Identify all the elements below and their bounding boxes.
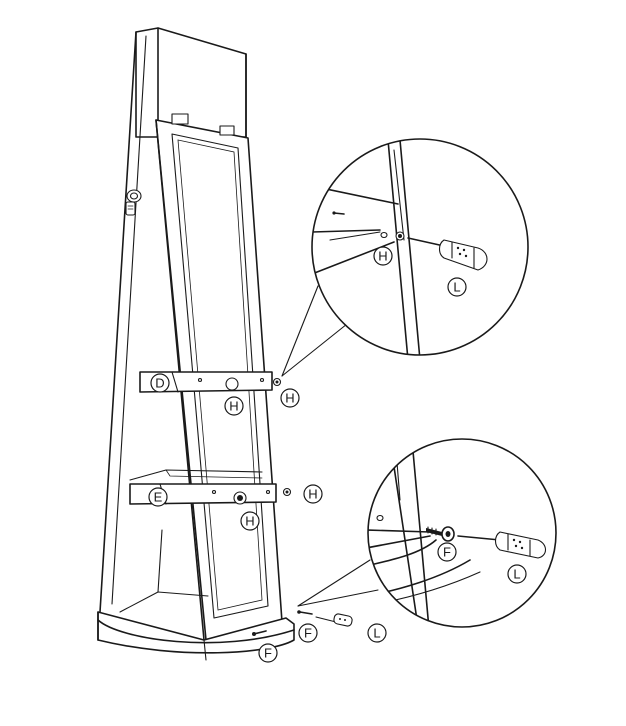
svg-text:L: L [373, 626, 380, 641]
screw-h-lower [282, 487, 292, 497]
label-e: E [148, 487, 168, 507]
svg-text:D: D [155, 376, 164, 391]
screwdriver-small [297, 610, 353, 627]
svg-text:L: L [453, 280, 460, 295]
zoom-lines [281, 285, 379, 607]
rotating-base [97, 611, 295, 661]
label-h-upper-shelf: H [224, 396, 244, 416]
svg-text:H: H [245, 514, 254, 529]
svg-text:E: E [154, 490, 163, 505]
svg-text:H: H [378, 249, 387, 264]
detail-view-top [311, 138, 529, 356]
svg-text:F: F [304, 626, 312, 641]
detail-view-bottom [367, 438, 557, 628]
svg-text:F: F [264, 646, 272, 661]
label-h-lower-shelf: H [240, 511, 260, 531]
label-h-upper-side: H [280, 388, 300, 408]
svg-text:L: L [513, 567, 520, 582]
shelf-bar-d [139, 371, 273, 393]
svg-text:F: F [443, 545, 451, 560]
label-h-lower-side: H [303, 484, 323, 504]
bottom-cabinet [119, 529, 209, 613]
label-f-detail-bottom: F [437, 542, 457, 562]
svg-text:H: H [308, 487, 317, 502]
label-l-base: L [367, 623, 387, 643]
label-d: D [150, 373, 170, 393]
svg-text:H: H [285, 391, 294, 406]
shelf-board-middle [129, 469, 263, 481]
svg-text:H: H [229, 399, 238, 414]
screw-h-upper [272, 377, 282, 387]
rear-cabinet [99, 27, 247, 613]
lock-icon [125, 189, 142, 216]
label-f-base-bottom: F [258, 643, 278, 663]
label-f-base-front: F [298, 623, 318, 643]
label-l-detail-top: L [447, 277, 467, 297]
label-h-detail-top: H [373, 246, 393, 266]
label-l-detail-bottom: L [507, 564, 527, 584]
